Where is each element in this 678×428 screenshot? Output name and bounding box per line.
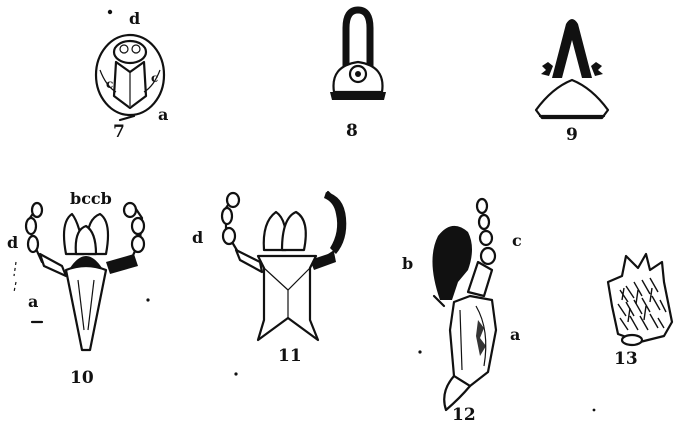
figure-12-number: 12 [452,405,476,425]
figure-9-spike [552,19,592,78]
figure-12-body [450,296,496,386]
figure-7-letter-d: d [129,9,140,28]
figure-13-number: 13 [614,349,638,369]
figure-7-tail [120,116,134,120]
figure-8-hood [346,10,370,66]
figure-7-letter-c-left: c [106,77,113,91]
figure-13: 13 [593,254,672,411]
figure-10-letter-d: d [7,233,18,252]
figure-9: 9 [536,19,608,145]
figure-12-letter-a: a [510,325,520,344]
figure-10-letter-a: a [28,292,38,311]
figure-12: b c a 12 [402,199,522,425]
figure-7-number: 7 [113,122,125,142]
figure-10-body [66,266,106,350]
figure-8-rim [330,92,386,100]
figure-10: bccb d a 10 [7,189,150,388]
figure-9-number: 9 [566,125,578,145]
figure-11: d 11 [192,192,346,376]
figure-12-letter-c: c [512,231,522,250]
figure-10-letters-bccb: bccb [70,189,112,208]
figure-7-letter-c-right: c [151,71,158,85]
figure-8-number: 8 [346,121,358,141]
figure-7-letter-a: a [158,105,168,124]
figure-7: d c c a 7 [96,9,168,142]
figure-11-letter-d: d [192,228,203,247]
figure-8: 8 [330,10,386,141]
figure-9-base [536,80,608,118]
figure-7-head [114,41,146,63]
figure-12-letter-b: b [402,254,413,273]
figure-13-outline [608,254,672,342]
figure-12-hood [432,226,472,300]
figure-10-number: 10 [70,368,94,388]
stray-dot [108,10,112,14]
figure-11-number: 11 [278,346,302,366]
